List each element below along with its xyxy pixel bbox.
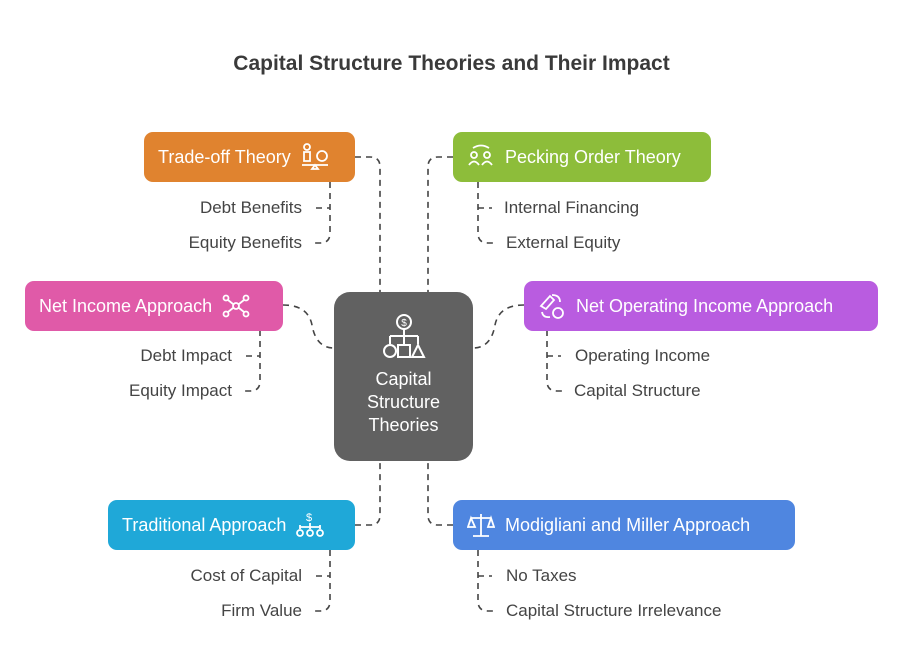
node-traditional-approach[interactable]: Traditional Approach $ [108,500,355,550]
svg-text:$: $ [306,512,312,524]
node-label: Net Income Approach [39,295,213,316]
sub-item: Internal Financing [504,198,640,217]
node-pecking-order-theory[interactable]: Pecking Order Theory [453,132,711,182]
central-label-line1: Capital [375,369,432,389]
handshake-dollar-cycle-icon [539,294,564,319]
node-label: Pecking Order Theory [505,146,681,167]
diagram-title: Capital Structure Theories and Their Imp… [233,52,670,75]
node-label: Net Operating Income Approach [576,295,834,316]
sub-item: Capital Structure Irrelevance [506,601,722,620]
central-node: $ Capital Structure Theories [334,292,473,461]
sub-item: Equity Impact [129,381,232,400]
node-label: Modigliani and Miller Approach [505,514,751,535]
node-net-income-approach[interactable]: Net Income Approach [25,281,283,331]
scales-icon [467,514,495,537]
node-label: Trade-off Theory [158,146,291,167]
central-label-line3: Theories [368,415,439,435]
people-exchange-icon [468,144,493,166]
person-balance-dollar-icon [301,143,328,170]
node-modigliani-miller-approach[interactable]: Modigliani and Miller Approach [453,500,795,550]
central-label-line2: Structure [366,392,441,412]
sub-item: Debt Benefits [199,198,302,217]
sub-item: Debt Impact [140,346,232,365]
sub-item: Capital Structure [574,381,701,400]
dollar-hierarchy-icon: $ [296,512,325,537]
node-trade-off-theory[interactable]: Trade-off Theory [144,132,355,182]
sub-item: Firm Value [221,601,302,620]
sub-item: Operating Income [575,346,711,365]
org-chart-dollar-icon: $ [382,314,426,358]
svg-text:$: $ [401,318,407,329]
sub-item: External Equity [506,233,621,252]
sub-item: No Taxes [506,566,577,585]
node-net-operating-income-approach[interactable]: Net Operating Income Approach [524,281,878,331]
sub-item: Cost of Capital [190,566,303,585]
node-label: Traditional Approach [122,514,287,535]
network-nodes-icon [222,294,250,318]
sub-item: Equity Benefits [188,233,302,252]
